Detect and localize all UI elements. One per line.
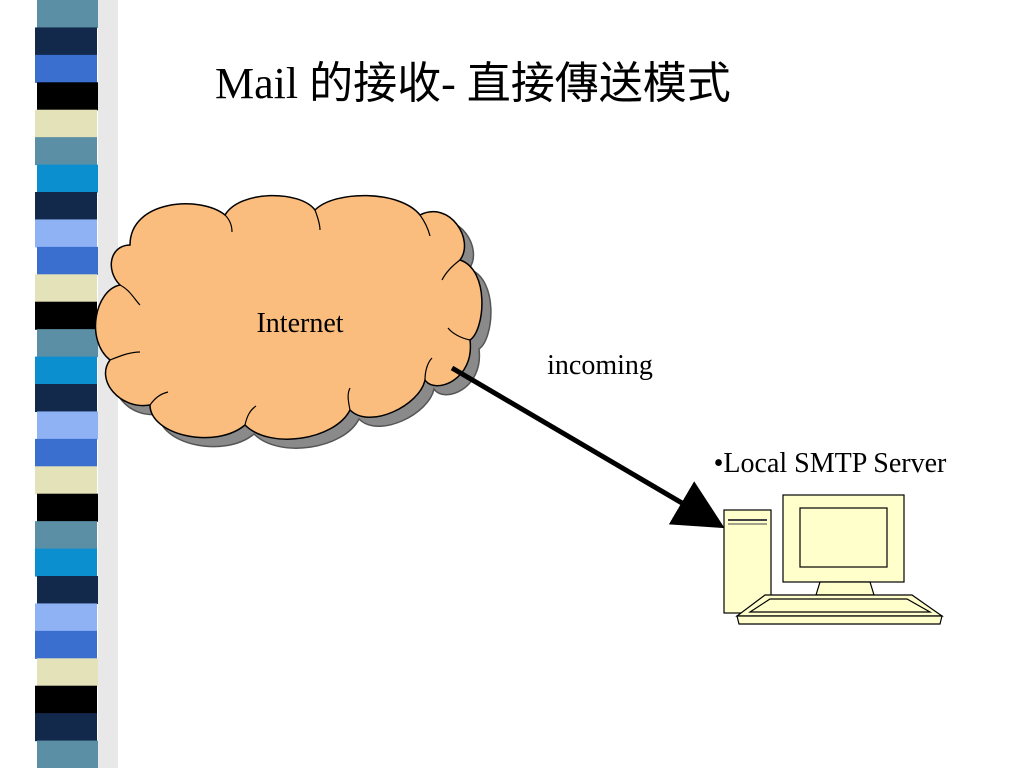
stripe-segment [37,658,99,687]
stripe-segment [35,713,97,742]
stripe-segment [35,384,97,413]
stripe-segment [35,54,97,83]
slide-title: Mail 的接收- 直接傳送模式 [215,59,731,108]
stripe-segment [37,0,99,29]
stripe-segment [35,548,97,577]
computer-screen [799,507,888,568]
computer-keyboard [735,594,944,617]
stripe-segment [35,109,97,138]
stripe-segment [35,219,97,248]
local-smtp-server-label: •Local SMTP Server [713,448,947,479]
stripe-segment [35,685,97,714]
stripe-segment [35,438,97,467]
stripe-segment [37,246,99,275]
internet-cloud-node [94,194,492,449]
stripe-segment [37,164,99,193]
local-smtp-server-node [723,494,944,625]
stripe-segment [37,329,99,358]
computer-icon [723,494,944,625]
stripe-bar-margin [0,0,35,768]
incoming-edge-arrow [450,365,725,529]
cloud-icon [94,194,492,449]
internet-label: Internet [256,308,344,339]
stripe-segment [35,274,97,303]
stripe-segment [37,740,99,768]
stripe-segment [35,301,97,330]
stripe-segment [35,630,97,659]
decorative-stripe-bar [0,0,118,768]
stripe-segment [35,521,97,550]
stripe-segment [35,137,97,166]
stripe-segment [37,576,99,605]
stripe-segment [37,493,99,522]
stripe-segment [35,27,97,56]
stripe-segment [35,603,97,632]
stripe-segment [35,356,97,385]
stripe-segment [35,192,97,221]
stripe-segment [37,411,99,440]
stripe-segment [35,466,97,495]
stripe-segment [37,82,99,111]
incoming-edge-label: incoming [547,350,653,381]
